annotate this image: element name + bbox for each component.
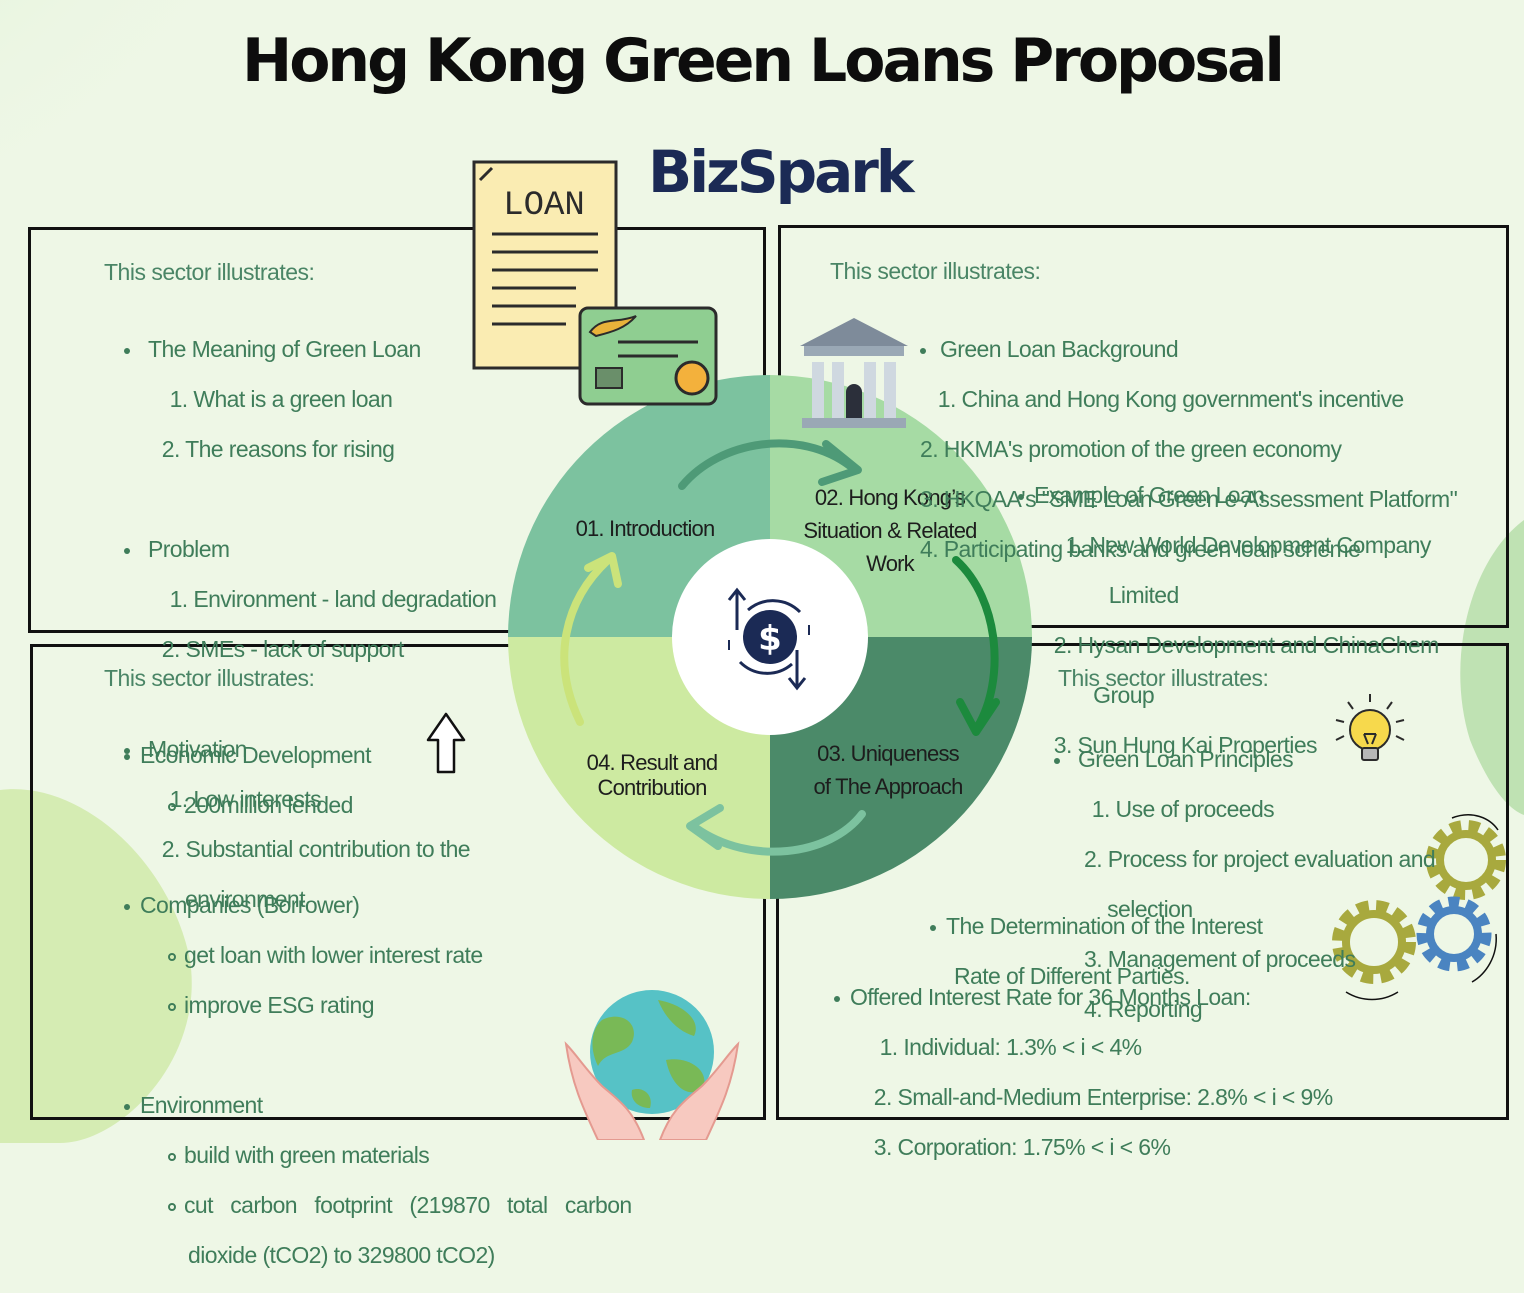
list-item: 2. SMEs - lack of support [156, 636, 405, 662]
list-item: Companies (Borrower) [124, 893, 632, 918]
gear-top [1426, 820, 1506, 900]
loan-document-icon: LOAN [472, 160, 718, 406]
result-list: Economic Development 200million lended C… [124, 718, 632, 1293]
uniqueness-offered-rates: Offered Interest Rate for 36 Months Loan… [834, 960, 1333, 1185]
list-item: 1. Environment - land degradation [158, 586, 497, 612]
list-item: 3. Corporation: 1.75% < i < 6% [868, 1134, 1171, 1160]
introduction-heading: This sector illustrates: [104, 259, 315, 285]
list-item: get loan with lower interest rate [124, 943, 632, 968]
list-item: 4. Reporting [1084, 996, 1203, 1022]
background-decoration [0, 0, 1524, 1143]
up-arrow-icon [426, 712, 466, 774]
list-item: Limited [1074, 582, 1180, 608]
list-item: 1. New World Development Company [1054, 532, 1432, 558]
bank-building-icon [800, 318, 908, 428]
list-item: Group [1070, 682, 1155, 708]
list-item: Example of Green Loan [1018, 483, 1439, 508]
gears-icon [1332, 814, 1506, 1001]
uniqueness-determination: The Determination of the Interest Rate o… [930, 889, 1263, 1014]
list-item: improve ESG rating [124, 993, 632, 1018]
uniqueness-principles-list: Green Loan Principles 1. Use of proceeds… [1054, 722, 1436, 1047]
list-item: 1. Individual: 1.3% < i < 4% [868, 1034, 1143, 1060]
situation-background-list: Green Loan Background 1. China and Hong … [920, 312, 1458, 587]
dollar-exchange-icon: $ [727, 587, 810, 691]
list-item: Environment [124, 1093, 632, 1118]
arrow-uniqueness-to-result [686, 804, 866, 856]
cycle-diagram: $ [508, 375, 1032, 899]
situation-example-list: Example of Green Loan 1. New World Devel… [1018, 458, 1439, 783]
list-item: 2. HKMA's promotion of the green economy [920, 436, 1342, 462]
gear-bottom [1332, 900, 1416, 984]
list-item: 1. Use of proceeds [1086, 796, 1275, 822]
list-item: environment [156, 886, 306, 912]
list-item: cut carbon footprint (219870 total carbo… [124, 1193, 632, 1218]
cycle-label-introduction: 01. Introduction [575, 516, 716, 541]
list-item: The Meaning of Green Loan [124, 337, 496, 362]
earth-in-hands-icon [564, 990, 740, 1140]
loan-label: LOAN [503, 187, 585, 225]
list-item: Motivation [124, 737, 496, 762]
list-item: build with green materials [124, 1143, 632, 1168]
list-item: 2. Hysan Development and ChinaChem [1048, 632, 1439, 658]
uniqueness-heading: This sector illustrates: [1058, 665, 1269, 691]
list-item: 3. Sun Hung Kai Properties [1048, 732, 1318, 758]
arrow-situation-to-uniqueness [952, 556, 1000, 736]
list-item: Rate of Different Parties. [954, 963, 1190, 989]
list-item: dioxide (tCO2) to 329800 tCO2) [188, 1242, 495, 1268]
result-heading: This sector illustrates: [104, 665, 315, 691]
page-title: Hong Kong Green Loans Proposal [241, 26, 1285, 96]
list-item: 3. HKQAA's "SME Loan Green e-Assessment … [920, 486, 1458, 512]
list-item: Offered Interest Rate for 36 Months Loan… [834, 985, 1333, 1010]
arrow-result-to-introduction [560, 552, 622, 726]
list-item: 4. Participating banks and green loan sc… [920, 536, 1361, 562]
list-item: 2. The reasons for rising [156, 436, 395, 462]
svg-text:$: $ [758, 619, 782, 659]
list-item: Green Loan Background [920, 337, 1457, 362]
situation-heading: This sector illustrates: [830, 258, 1041, 284]
list-item: 200million lended [124, 793, 632, 818]
list-item: 2. Process for project evaluation and [1084, 846, 1436, 872]
list-item: 1. Low interests [158, 786, 322, 812]
list-item: 2. Small-and-Medium Enterprise: 2.8% < i… [868, 1084, 1333, 1110]
list-item: Economic Development [124, 743, 632, 768]
list-item: The Determination of the Interest [930, 914, 1263, 939]
list-item: 2. Substantial contribution to the [156, 836, 471, 862]
brand-logo-text: BizSpark [648, 138, 914, 206]
credit-card-icon [578, 306, 718, 406]
list-item: 1. China and Hong Kong government's ince… [932, 386, 1404, 412]
list-item: 1. What is a green loan [158, 386, 393, 412]
lightbulb-icon [1335, 694, 1405, 761]
list-item: selection [1084, 896, 1193, 922]
list-item: Problem [124, 537, 496, 562]
list-item: 3. Management of proceeds [1084, 946, 1356, 972]
gear-blue [1416, 896, 1492, 972]
introduction-list: The Meaning of Green Loan 1. What is a g… [124, 312, 497, 937]
list-item: Green Loan Principles [1054, 747, 1435, 772]
arrow-introduction-to-situation [678, 439, 862, 490]
